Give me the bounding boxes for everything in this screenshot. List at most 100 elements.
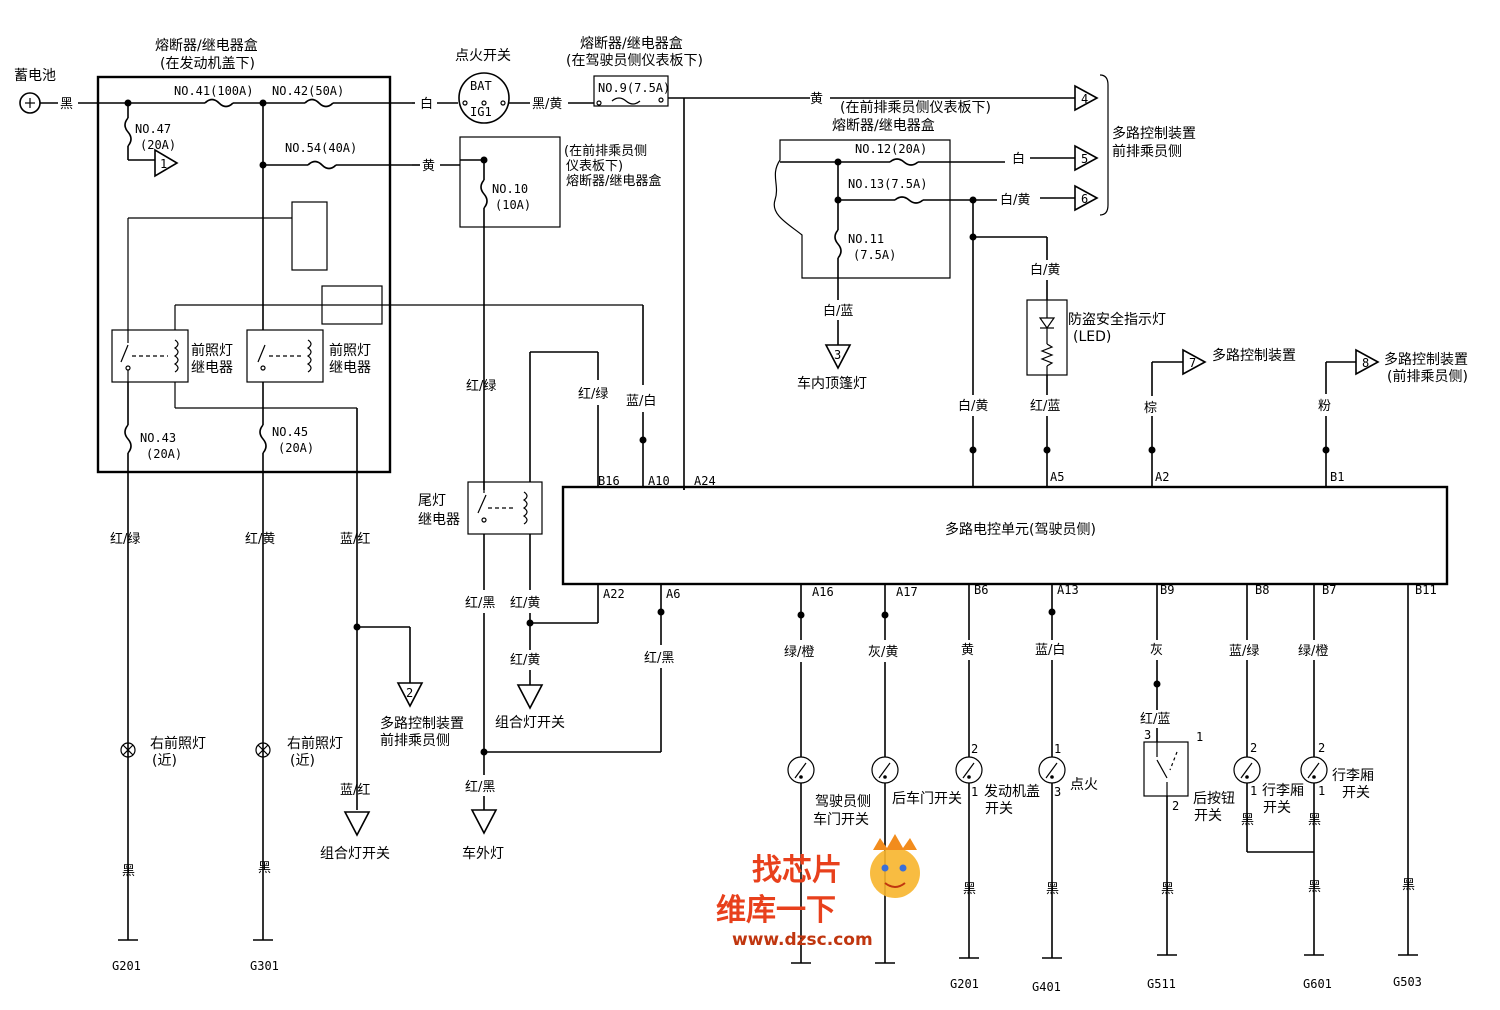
pin-label: A17 [896, 585, 918, 599]
switch-pin: 1 [1196, 730, 1203, 744]
connector-label: 3 [834, 348, 841, 362]
mux-unit-label: 多路电控单元(驾驶员侧) [945, 521, 1096, 538]
wire-label: 黄 [422, 159, 435, 174]
connector-label: 4 [1081, 92, 1088, 106]
security-indicator: 白/黄 防盗安全指示灯 (LED) 红/蓝 白/黄 [958, 200, 1166, 487]
hood-switch-label: 发动机盖 [984, 784, 1040, 800]
ground-label: G401 [1032, 980, 1061, 994]
fuse-label: (20A) [146, 447, 182, 461]
mux-8-label: (前排乘员侧) [1387, 368, 1468, 385]
wire-label: 白/黄 [958, 398, 988, 414]
fuse-label: NO.12(20A) [855, 142, 927, 156]
dome-light-label: 车内顶篷灯 [797, 375, 867, 392]
relay-label: 继电器 [191, 360, 233, 376]
wire-label: 绿/橙 [1298, 644, 1328, 659]
fuse-label: (20A) [140, 138, 176, 152]
connector-label: 7 [1189, 356, 1196, 370]
ignition-label: 点火 [1070, 777, 1098, 793]
fuse-label: NO.42(50A) [272, 84, 344, 98]
watermark-logo: 找芯片 维库一下 www.dzsc.com [716, 834, 920, 950]
relay-label: 前照灯 [191, 342, 233, 359]
wire-label: 白 [1012, 151, 1025, 167]
switch-pin: 1 [971, 785, 978, 799]
ignition-switch: 点火开关 白 BAT IG1 黑/黄 [412, 48, 594, 124]
headlight-branch-right: 红/黄 右前照灯 (近) 黑 G301 [245, 531, 343, 973]
fuse-label: NO.45 [272, 425, 308, 439]
ground-label: G201 [950, 977, 979, 991]
fuse-label: NO.13(7.5A) [848, 177, 927, 191]
wire-label: 蓝/白 [626, 393, 656, 409]
fuse-box-passenger-note: (在前排乘员侧 [564, 143, 647, 159]
ground-label: G511 [1147, 977, 1176, 991]
connector-label: 5 [1081, 152, 1088, 166]
wire-label: 黄 [810, 92, 823, 107]
trunk-switch-label: 开关 [1263, 800, 1291, 816]
wire-label: 灰 [1150, 643, 1163, 658]
trunk-switch-label: 行李厢 [1332, 768, 1374, 784]
wire-label: 蓝/红 [340, 782, 370, 798]
fuse-label: NO.41(100A) [174, 84, 253, 98]
pin-label: B7 [1322, 583, 1336, 597]
wire-label: 灰/黄 [868, 645, 898, 660]
switch-pin: 2 [1250, 741, 1257, 755]
switch-pin: 1 [1318, 784, 1325, 798]
headlight-branch-left: 红/绿 右前照灯 (近) 黑 G201 [110, 531, 206, 973]
mux-connector-8: 8 多路控制装置 (前排乘员侧) 粉 [1318, 348, 1468, 487]
upper-mux-wires: 蓝/白 红/绿 红/绿 [466, 305, 685, 490]
watermark-text: 找芯片 [752, 853, 842, 888]
fuse-label: NO.43 [140, 431, 176, 445]
ground-label: G601 [1303, 977, 1332, 991]
right-headlight-label: 右前照灯 [150, 735, 206, 752]
battery-label: 蓄电池 [14, 68, 56, 84]
driver-door-label: 驾驶员侧 [815, 794, 871, 810]
battery: 蓄电池 黑 [14, 68, 128, 114]
security-led-label: 防盗安全指示灯 [1068, 311, 1166, 328]
fuse-box-passenger-note: 仪表板下) [566, 159, 623, 174]
fuse-label: NO.10 [492, 182, 528, 196]
ground-label: G503 [1393, 975, 1422, 989]
switch-pin: 1 [1250, 784, 1257, 798]
wire-label: 红/蓝 [1140, 711, 1170, 727]
wire-label: 黑 [1046, 882, 1059, 897]
wire-label: 黑 [963, 882, 976, 897]
ignition-position-switch: 蓝/白 1 3 点火 黑 G401 [1032, 584, 1098, 994]
hood-switch: 黄 2 1 发动机盖 开关 黑 G201 [950, 584, 1040, 991]
mux-front-label: 前排乘员侧 [1112, 143, 1182, 160]
fuse-label: (10A) [495, 198, 531, 212]
ground-label: G201 [112, 959, 141, 973]
pin-label: A13 [1057, 583, 1079, 597]
mux-7-label: 多路控制装置 [1212, 347, 1296, 364]
wire-label: 绿/橙 [784, 645, 814, 660]
pin-label: A6 [666, 587, 680, 601]
watermark-url: www.dzsc.com [732, 930, 873, 950]
switch-pin: 1 [1054, 742, 1061, 756]
connector-label: 1 [160, 157, 167, 171]
mux-2-label: 前排乘员侧 [380, 732, 450, 749]
right-headlight-label: (近) [152, 753, 177, 769]
wire-label: 红/黑 [644, 650, 674, 666]
wire-label: 白/蓝 [823, 303, 853, 319]
pin-label: A16 [812, 585, 834, 599]
pin-label: B1 [1330, 470, 1344, 484]
connector-label: 6 [1081, 192, 1088, 206]
wire-label: 蓝/白 [1035, 642, 1065, 658]
wire-label: 黄 [961, 643, 974, 658]
trunk-switch-label: 行李厢 [1262, 783, 1304, 799]
wire-label: 棕 [1144, 401, 1157, 416]
headlight-relay-2: 前照灯 继电器 [246, 329, 371, 383]
wire-label: 蓝/红 [340, 531, 370, 547]
hood-switch-label: 开关 [985, 801, 1013, 817]
watermark-text: 维库一下 [716, 893, 836, 928]
mux-control-unit: 多路电控单元(驾驶员侧) B16 A10 A24 A5 A2 B1 A22 A6… [561, 470, 1449, 601]
rear-door-switch: 灰/黄 后车门开关 [868, 584, 962, 964]
tail-relay-label: 继电器 [418, 512, 460, 528]
fuse-label: NO.11 [848, 232, 884, 246]
pin-label: B9 [1160, 583, 1174, 597]
fuse-box-driver-subtitle: (在驾驶员侧仪表板下) [566, 53, 703, 69]
ign-bat-label: BAT [470, 79, 492, 93]
fuse-label: NO.47 [135, 122, 171, 136]
wire-label: 黑 [258, 861, 271, 876]
wire-label: 黑 [60, 97, 73, 112]
combo-switch-label: 组合灯开关 [320, 846, 390, 862]
trunk-switch-label: 开关 [1342, 785, 1370, 801]
